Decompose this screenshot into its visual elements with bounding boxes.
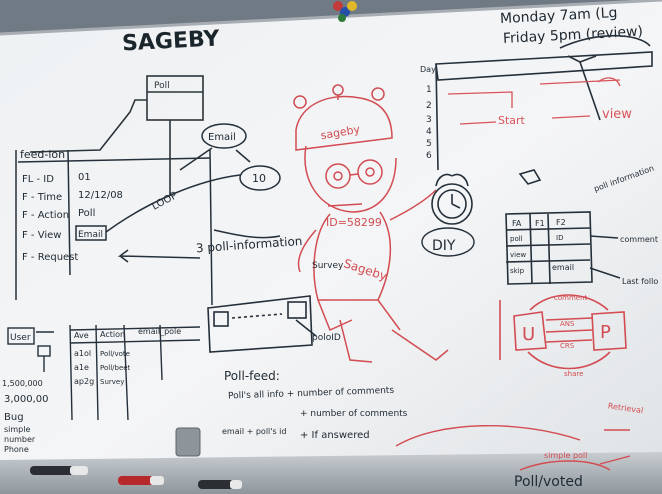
top-box-label: Poll — [154, 81, 170, 91]
lower-table-r3: ap2g — [74, 377, 94, 386]
board-frame-top — [0, 0, 662, 36]
right-table-r1-c1: poll — [510, 235, 523, 243]
board-title: SAGEBY — [121, 26, 221, 56]
marker-tray — [0, 452, 662, 494]
polls-voted-label: Poll/voted — [514, 474, 583, 490]
feed-table-lines — [15, 149, 213, 306]
markers — [30, 466, 242, 489]
lower-table-h3: email_pole — [138, 327, 181, 336]
right-table-r3-c2: email — [552, 263, 574, 272]
timeline-grid — [435, 34, 653, 171]
flow-diagram-shapes — [499, 294, 627, 370]
schedule-line-1: Monday 7am (Lg — [500, 5, 618, 27]
character-diy-label: DIY — [432, 238, 456, 254]
polo-id-label: poloID — [312, 333, 341, 343]
loop-bubble: 10 — [252, 172, 266, 185]
simple-poll-label: simple poll — [544, 451, 587, 460]
right-table-h2: F1 — [535, 219, 545, 228]
timeline-top-label: Day — [420, 65, 436, 74]
timeline-num-6: 6 — [426, 151, 432, 161]
right-label-last: Last follo — [622, 277, 658, 286]
lower-left-notes: 1,500,000 3,000,00 Bug simple number Pho… — [2, 379, 49, 454]
lower-table-h2: Action — [100, 330, 125, 339]
right-table-h3: F2 — [556, 218, 566, 227]
feed-row-2-key: F - Time — [22, 192, 62, 203]
poll-feed-line-3: + If answered — [300, 430, 370, 441]
lower-table-lines — [69, 324, 201, 421]
timeline-word-view: view — [602, 107, 632, 122]
timeline-num-4: 4 — [426, 127, 432, 137]
lower-table-c3: Survey — [100, 378, 124, 386]
lower-table-r1: a1ol — [74, 349, 91, 358]
right-table-r3-c1: skip — [510, 267, 525, 275]
user-box-label: User — [10, 333, 31, 343]
email-box-label: Email — [78, 230, 103, 240]
character-id-label: ID=58299 — [326, 216, 382, 229]
poll-feed-line-4: email + poll's id — [222, 427, 286, 436]
right-table-h1: FA — [512, 219, 522, 228]
note-1: 1,500,000 — [2, 379, 43, 388]
diy-bubble — [421, 227, 475, 257]
flow-edge-top: comment — [554, 294, 588, 302]
flow-edge-bottom: share — [564, 370, 583, 378]
timeline-num-1: 1 — [426, 85, 432, 95]
feed-table-header: feed-lon — [20, 148, 65, 161]
poll-feed-line-2: + number of comments — [300, 409, 408, 419]
feed-row-1-key: FL - ID — [22, 174, 54, 185]
lower-table-r2: a1e — [74, 363, 89, 372]
user-diagram — [7, 327, 54, 372]
lower-table-h1: Ave — [74, 331, 89, 340]
alarm-clock-icon — [431, 173, 473, 225]
lower-table-c1: Poll/vote — [100, 350, 130, 358]
timeline-red-arrows — [447, 77, 621, 125]
right-label-comment: comment — [620, 235, 658, 244]
schedule-line-2: Friday 5pm (review) — [503, 24, 644, 47]
board-surface — [0, 0, 662, 470]
poll-feed-wireframe — [207, 295, 317, 353]
feed-row-3-key: F - Action — [22, 210, 69, 221]
top-entity-diagram — [29, 75, 204, 195]
poll-feed-title: Poll-feed: — [224, 369, 280, 383]
note-5: number — [4, 435, 36, 444]
right-table-r2-c1: view — [510, 251, 526, 259]
feed-table-rows: FL - ID 01 F - Time 12/12/08 F - Action … — [22, 172, 123, 263]
timeline-num-3: 3 — [426, 115, 432, 125]
eraser — [175, 427, 201, 457]
flow-edge-mid1: ANS — [560, 320, 575, 328]
email-bubble: Email — [208, 132, 236, 143]
bottom-right-lines — [395, 425, 631, 471]
character-sketch — [293, 84, 449, 363]
flow-edge-mid2: CRS — [560, 342, 575, 350]
email-loop-diagram — [75, 123, 281, 263]
timeline-numbers: 1 2 3 4 5 6 — [426, 85, 432, 161]
lower-table-c2: Poll/beet — [100, 364, 131, 372]
feed-row-4-key: F - View — [22, 230, 61, 241]
timeline-word-start: Start — [498, 114, 526, 127]
feed-row-2-val: 12/12/08 — [78, 190, 123, 201]
magnets — [333, 1, 357, 22]
timeline-num-2: 2 — [426, 101, 432, 111]
flow-node-p: P — [600, 322, 611, 343]
note-2: 3,000,00 — [4, 394, 49, 405]
note-6: Phone — [4, 445, 29, 454]
feed-row-1-val: 01 — [78, 172, 91, 183]
timeline-num-5: 5 — [426, 139, 432, 149]
note-3: Bug — [4, 412, 24, 423]
character-survey-label: Survey — [312, 261, 344, 271]
flow-node-u: U — [522, 324, 535, 345]
feed-row-5-key: F - Request — [22, 252, 78, 263]
feed-row-3-val: Poll — [78, 208, 95, 219]
note-4: simple — [4, 425, 30, 434]
right-table-lines — [505, 169, 621, 285]
right-table-r1-c2: ID — [556, 234, 563, 242]
